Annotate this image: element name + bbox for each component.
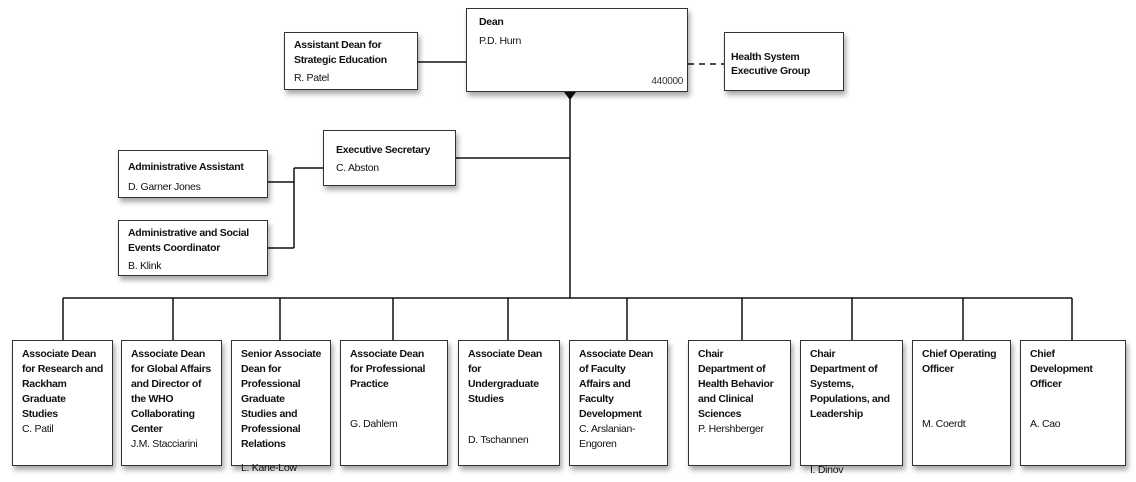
assistant-dean-title: Assistant Dean for Strategic Education — [294, 39, 387, 66]
report-box[interactable]: Chief Operating Officer M. Coerdt — [912, 340, 1011, 466]
report-box[interactable]: Chair Department of Systems, Populations… — [800, 340, 903, 476]
exec-secretary-name: C. Abston — [336, 162, 379, 174]
report-name: J.M. Stacciarini — [131, 438, 198, 450]
report-name: P. Hershberger — [698, 423, 764, 435]
report-name: A. Cao — [1030, 418, 1061, 430]
report-box[interactable]: Chair Department of Health Behavior and … — [688, 340, 791, 466]
admin-assistant-title: Administrative Assistant — [128, 161, 244, 173]
report-title: Chair Department of Health Behavior and … — [698, 348, 774, 420]
assistant-dean-box[interactable]: Assistant Dean for Strategic Education R… — [284, 32, 418, 90]
report-name: L. Kane-Low — [241, 462, 297, 474]
dean-name: P.D. Hurn — [479, 35, 522, 47]
report-title: Chief Development Officer — [1030, 348, 1093, 390]
assistant-dean-name: R. Patel — [294, 72, 329, 84]
report-title: Associate Dean of Faculty Affairs and Fa… — [579, 348, 654, 420]
report-name: C. Arslanian-Engoren — [579, 423, 636, 450]
report-box[interactable]: Associate Dean for Research and Rackham … — [12, 340, 113, 466]
dean-title: Dean — [479, 16, 504, 28]
report-box[interactable]: Associate Dean for Undergraduate Studies… — [458, 340, 560, 466]
dean-box[interactable]: Dean P.D. Hurn 440000 — [466, 8, 688, 92]
report-name: G. Dahlem — [350, 418, 398, 430]
events-coordinator-box[interactable]: Administrative and Social Events Coordin… — [118, 220, 268, 276]
admin-assistant-box[interactable]: Administrative Assistant D. Garner Jones — [118, 150, 268, 198]
report-name: I. Dinov — [810, 464, 844, 476]
report-title: Associate Dean for Research and Rackham … — [22, 348, 103, 420]
exec-secretary-box[interactable]: Executive Secretary C. Abston — [323, 130, 456, 186]
report-box[interactable]: Associate Dean for Global Affairs and Di… — [121, 340, 222, 466]
health-system-box[interactable]: Health System Executive Group — [724, 32, 844, 91]
report-box[interactable]: Senior Associate Dean for Professional G… — [231, 340, 331, 474]
report-title: Associate Dean for Global Affairs and Di… — [131, 348, 211, 435]
report-title: Chair Department of Systems, Populations… — [810, 348, 890, 420]
report-box[interactable]: Chief Development Officer A. Cao — [1020, 340, 1126, 466]
report-name: D. Tschannen — [468, 434, 529, 446]
health-system-title: Health System Executive Group — [731, 51, 810, 77]
report-name: C. Patil — [22, 423, 54, 435]
report-box[interactable]: Associate Dean of Faculty Affairs and Fa… — [569, 340, 668, 466]
report-title: Chief Operating Officer — [922, 348, 997, 375]
admin-assistant-name: D. Garner Jones — [128, 181, 201, 193]
events-coordinator-name: B. Klink — [128, 260, 162, 272]
events-coordinator-title: Administrative and Social Events Coordin… — [128, 227, 249, 254]
report-box[interactable]: Associate Dean for Professional Practice… — [340, 340, 448, 466]
dean-arrow-icon — [564, 92, 576, 100]
report-title: Associate Dean for Undergraduate Studies — [468, 348, 543, 405]
report-title: Senior Associate Dean for Professional G… — [241, 348, 322, 450]
report-name: M. Coerdt — [922, 418, 966, 430]
report-title: Associate Dean for Professional Practice — [350, 348, 426, 390]
exec-secretary-title: Executive Secretary — [336, 144, 431, 156]
dean-code: 440000 — [651, 76, 683, 87]
